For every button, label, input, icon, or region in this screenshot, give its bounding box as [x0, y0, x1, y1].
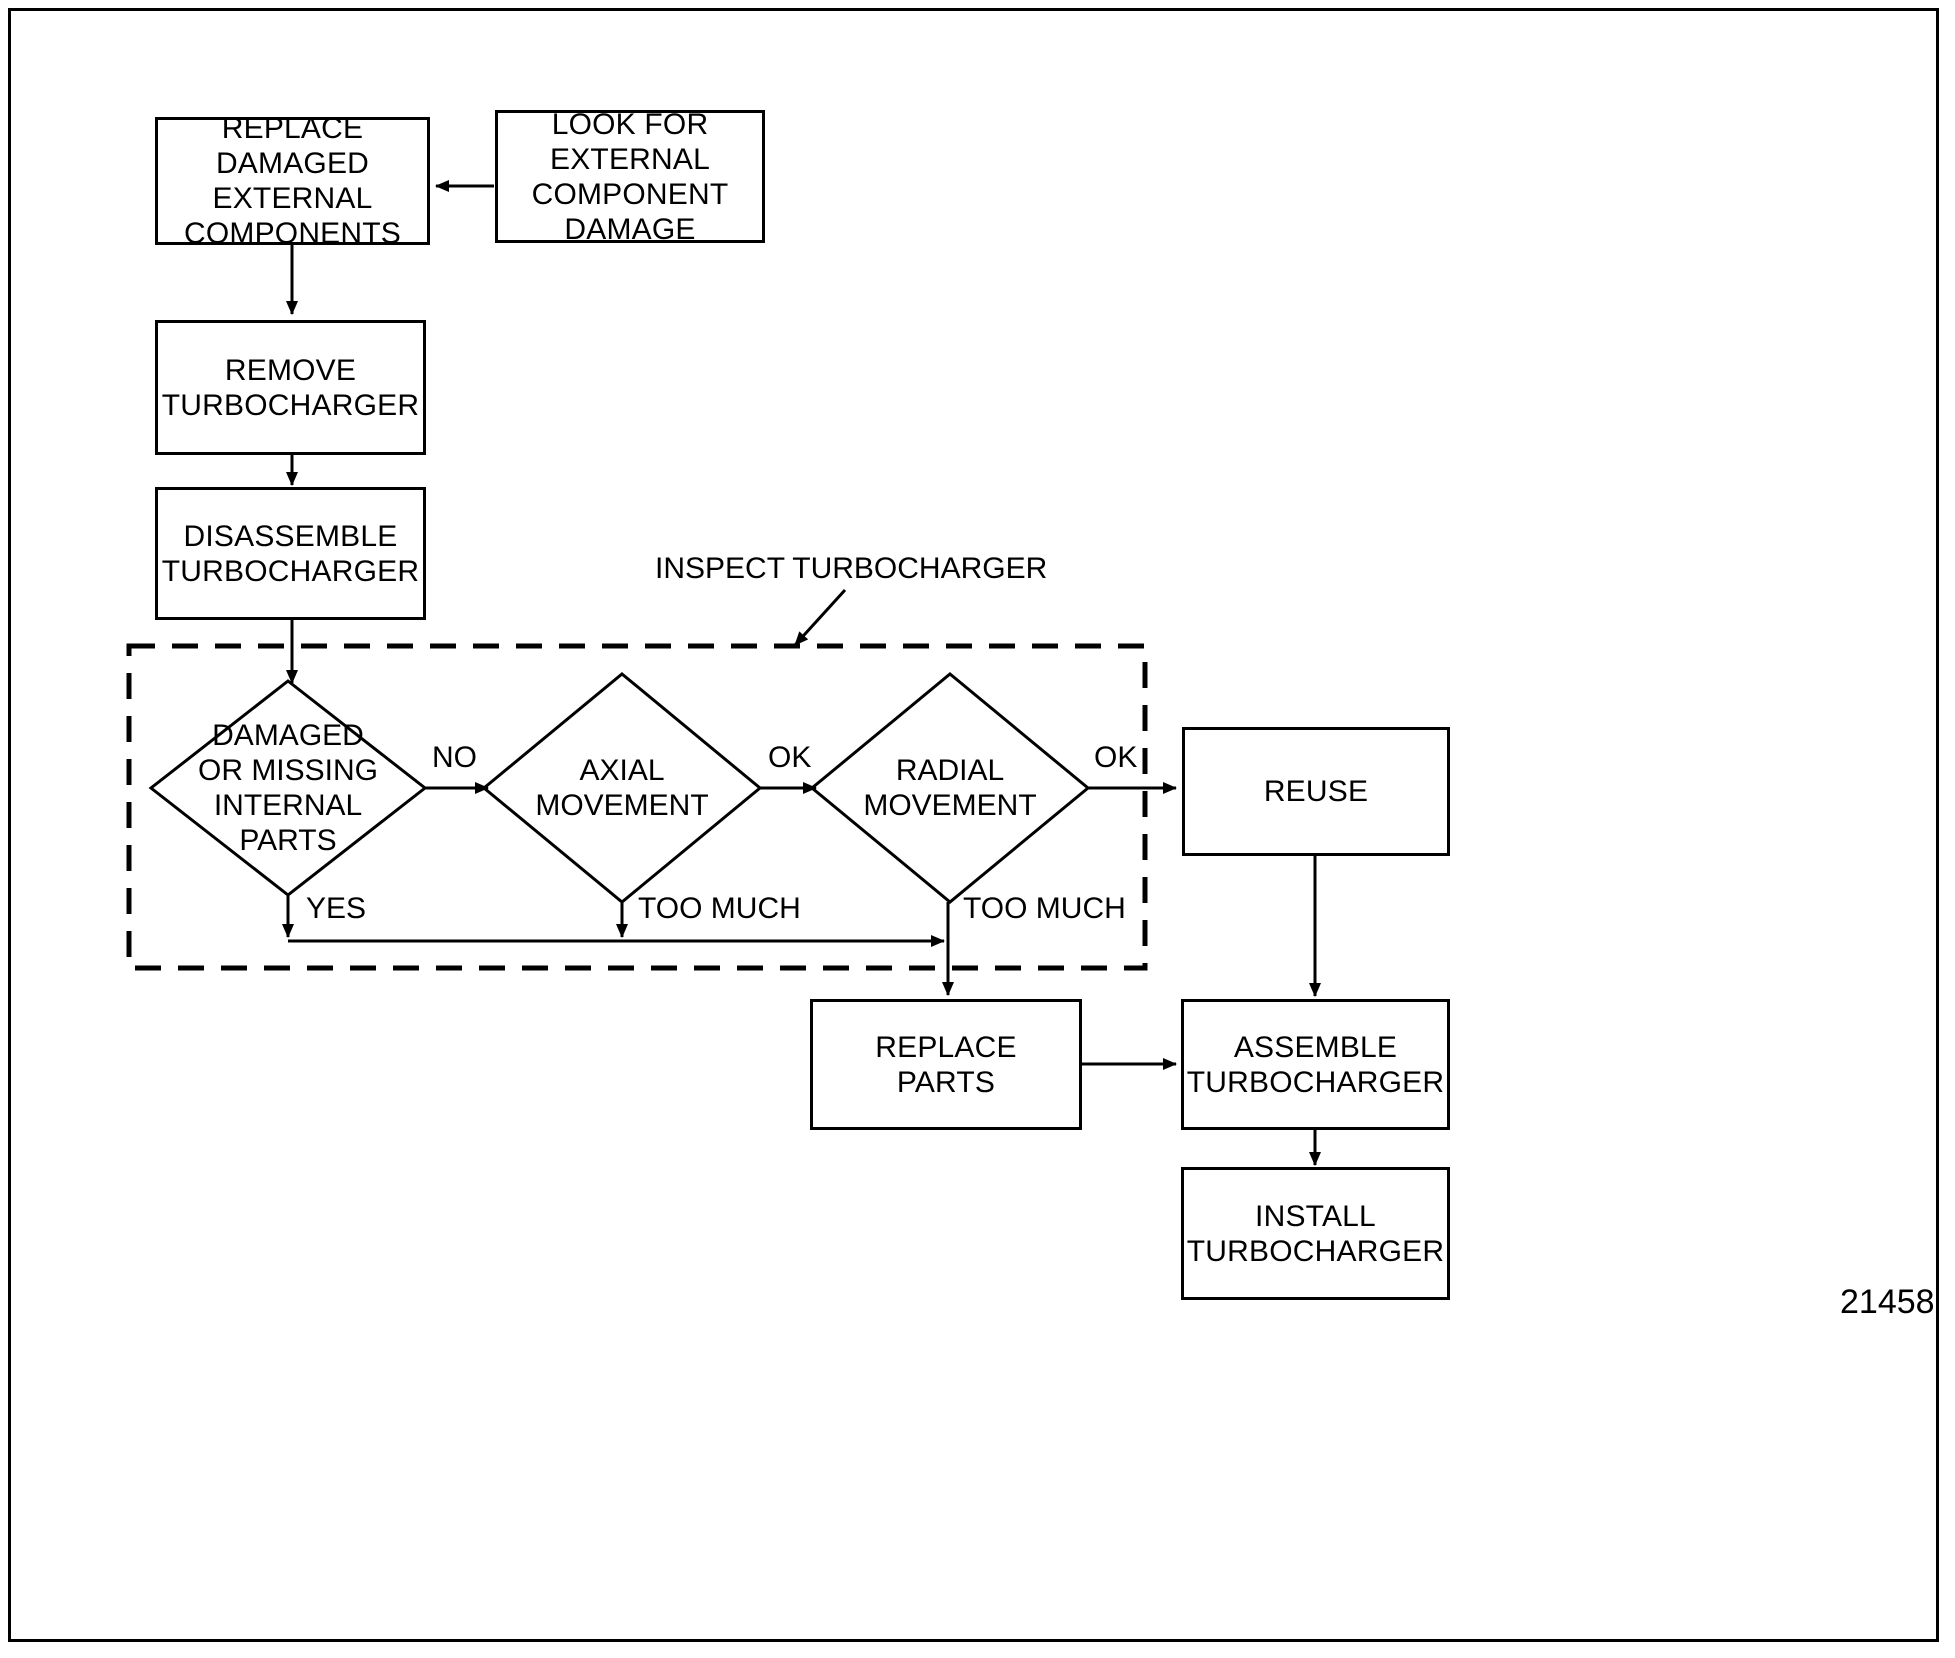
node-label: REPLACE PARTS: [875, 1030, 1017, 1099]
node-remove-turbocharger[interactable]: REMOVE TURBOCHARGER: [155, 320, 426, 455]
node-look-for-external-damage[interactable]: LOOK FOR EXTERNAL COMPONENT DAMAGE: [495, 108, 765, 246]
callout-inspect-turbocharger: INSPECT TURBOCHARGER: [655, 552, 1048, 585]
node-replace-external-components[interactable]: REPLACE DAMAGED EXTERNAL COMPONENTS: [155, 112, 430, 250]
page-border: [8, 8, 1939, 1642]
shape-radial-movement-diamond: [809, 672, 1091, 904]
node-damaged-internal-parts[interactable]: DAMAGED OR MISSING INTERNAL PARTS: [151, 681, 425, 895]
node-label: DISASSEMBLE TURBOCHARGER: [161, 519, 420, 588]
node-label: REPLACE DAMAGED EXTERNAL COMPONENTS: [183, 112, 401, 250]
node-disassemble-turbocharger[interactable]: DISASSEMBLE TURBOCHARGER: [155, 487, 426, 620]
node-radial-movement[interactable]: RADIAL MOVEMENT: [812, 674, 1088, 902]
node-install-turbocharger[interactable]: INSTALL TURBOCHARGER: [1181, 1167, 1450, 1300]
edge-label-radial-ok: OK: [1094, 741, 1138, 774]
edge-label-damaged-yes: YES: [306, 892, 367, 925]
node-label: REUSE: [1263, 775, 1369, 808]
inspect-group-dashed-box: [126, 643, 1148, 971]
edge-label-radial-too-much: TOO MUCH: [963, 892, 1126, 925]
node-label: REMOVE TURBOCHARGER: [161, 353, 420, 422]
edge-label-axial-too-much: TOO MUCH: [638, 892, 801, 925]
callout-leader-inspect: [793, 588, 847, 647]
node-replace-parts[interactable]: REPLACE PARTS: [810, 999, 1082, 1130]
node-label: ASSEMBLE TURBOCHARGER: [1186, 1030, 1445, 1099]
figure-number: 21458: [1840, 1283, 1935, 1321]
node-label: LOOK FOR EXTERNAL COMPONENT DAMAGE: [531, 107, 729, 246]
edge-label-damaged-no: NO: [432, 741, 477, 774]
node-label: DAMAGED OR MISSING INTERNAL PARTS: [197, 719, 378, 857]
node-label: RADIAL MOVEMENT: [863, 754, 1037, 822]
edge-label-axial-ok: OK: [768, 741, 812, 774]
node-label: INSTALL TURBOCHARGER: [1186, 1199, 1445, 1268]
node-reuse[interactable]: REUSE: [1182, 727, 1450, 856]
node-label: AXIAL MOVEMENT: [535, 754, 709, 822]
node-axial-movement[interactable]: AXIAL MOVEMENT: [484, 674, 760, 902]
node-assemble-turbocharger[interactable]: ASSEMBLE TURBOCHARGER: [1181, 999, 1450, 1130]
